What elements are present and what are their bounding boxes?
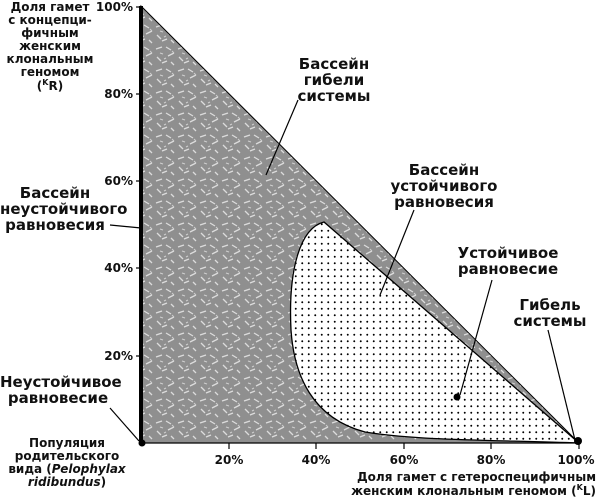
- stable-basin-region: [289, 221, 581, 444]
- stable-equilibrium-point: [453, 393, 461, 401]
- x-tick-label: 60%: [389, 453, 419, 467]
- y-axis-label: Доля гамет с концепци- фичным женским кл…: [6, 0, 94, 93]
- y-tick-label: 60%: [104, 174, 133, 188]
- y-tick-label: 100%: [95, 0, 133, 14]
- stable-equilibrium-label: Устойчивое равновесие: [457, 244, 559, 279]
- y-tick-label: 80%: [104, 87, 133, 101]
- death-basin-label: Бассейн гибели системы: [297, 55, 371, 106]
- unstable-equilibrium-point: [138, 439, 146, 447]
- system-death-label: Гибель системы: [513, 296, 587, 331]
- y-tick-label: 20%: [104, 349, 133, 363]
- leader-lines: [109, 99, 576, 442]
- x-tick-label: 80%: [476, 453, 506, 467]
- x-tick-label: 100%: [557, 453, 595, 467]
- x-axis-label: Доля гамет с гетероспецифичным женским к…: [351, 470, 596, 498]
- x-tick-label: 40%: [301, 453, 331, 467]
- x-tick-label: 20%: [214, 453, 244, 467]
- unstable-equilibrium-label: Неустойчивое равновесие: [0, 373, 122, 408]
- parent-population-label: Популяция родительского вида (Pelophylax…: [8, 436, 126, 489]
- y-tick-label: 40%: [104, 261, 133, 275]
- x-tick-marks: [228, 443, 580, 449]
- y-tick-marks: [136, 6, 141, 357]
- system-death-point: [574, 437, 582, 445]
- unstable-basin-label: Бассейн неустойчивого равновесия: [0, 184, 128, 235]
- stable-basin-label: Бассейн устойчивого равновесия: [390, 161, 498, 212]
